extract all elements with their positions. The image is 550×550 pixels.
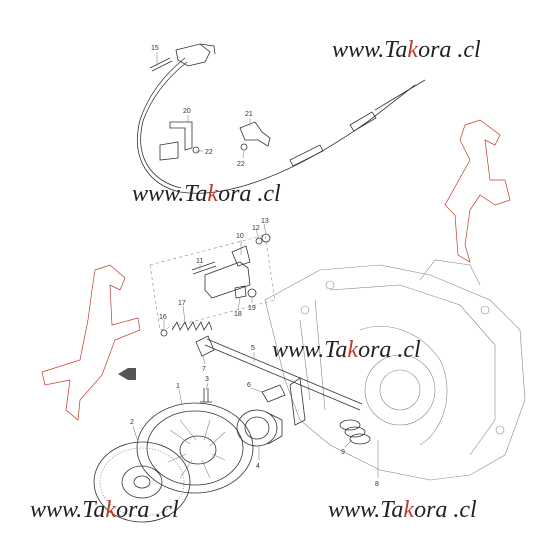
release-lever-10 (204, 261, 251, 299)
callout-4: 4 (256, 463, 260, 470)
watermark-bottom-left: www.Takora .cl (30, 497, 179, 523)
callout-18: 18 (234, 311, 242, 318)
release-shaft-5 (204, 338, 363, 411)
callout-19: 19 (248, 305, 256, 312)
watermark-center: www.Takora .cl (272, 337, 421, 363)
callout-21: 21 (245, 111, 253, 118)
callout-numbers: 15 20 21 22 22 10 12 13 11 19 18 17 16 7… (130, 45, 379, 488)
callout-10: 10 (236, 233, 244, 240)
spring-9 (339, 419, 371, 445)
horse-logo-right (444, 119, 511, 263)
callout-8: 8 (375, 481, 379, 488)
callout-22b: 22 (237, 161, 245, 168)
callout-1: 1 (176, 383, 180, 390)
callout-11: 11 (196, 258, 203, 265)
pressure-plate-1 (136, 402, 254, 494)
watermark-upper-middle: www.Takora .cl (132, 181, 281, 207)
callout-6: 6 (247, 382, 251, 389)
leader-lines (132, 52, 379, 478)
release-bearing-4 (236, 409, 283, 447)
clutch-disc-2 (93, 441, 191, 523)
callout-16: 16 (159, 314, 167, 321)
callout-20: 20 (183, 108, 191, 115)
clip-21 (239, 121, 271, 147)
bolt-11 (191, 261, 217, 275)
callout-2: 2 (130, 419, 134, 426)
callout-9: 9 (341, 449, 345, 456)
callout-15: 15 (151, 45, 159, 52)
transmission-housing (264, 264, 526, 481)
release-assembly-outline (149, 234, 276, 331)
callout-17: 17 (178, 300, 186, 307)
horse-logo-left (41, 264, 141, 421)
spring-17 (171, 321, 213, 331)
watermark-top-right: www.Takora .cl (332, 37, 481, 63)
cable-end (349, 111, 377, 132)
bolt-3 (200, 388, 212, 403)
callout-3: 3 (205, 376, 209, 383)
callout-13: 13 (261, 218, 269, 225)
bracket-20 (169, 121, 193, 151)
callout-12: 12 (252, 225, 260, 232)
callout-22a: 22 (205, 149, 213, 156)
fork-6 (261, 384, 286, 403)
callout-5: 5 (251, 345, 255, 352)
watermark-bottom-right: www.Takora .cl (328, 497, 477, 523)
front-arrow-icon (118, 368, 136, 380)
callout-7: 7 (202, 366, 206, 373)
clutch-cable (137, 57, 416, 194)
cable-top-bracket (175, 43, 211, 67)
bolt-15 (149, 57, 173, 72)
